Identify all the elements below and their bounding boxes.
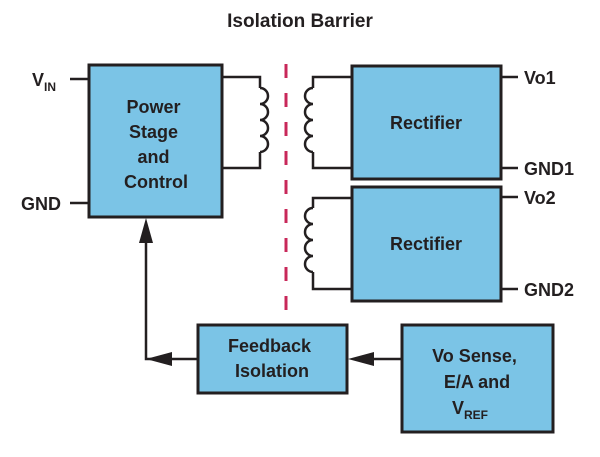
secondary2-bottom-wire (311, 272, 352, 291)
arrowhead-left-corner-icon (146, 352, 172, 366)
vref-label: VREF (452, 398, 488, 422)
vin-label: VIN (32, 70, 56, 94)
vo1-label: Vo1 (524, 68, 556, 88)
rectifier2-block (350, 185, 503, 303)
power-stage-label: Power Stage and Control (124, 97, 188, 192)
rectifier1-block (350, 64, 503, 181)
gnd-label: GND (21, 194, 61, 214)
diagram-title: Isolation Barrier (227, 11, 373, 32)
primary-winding-icon (259, 86, 270, 154)
primary-bottom-wire (222, 152, 262, 170)
vo2-label: Vo2 (524, 188, 556, 208)
vo-sense-block (400, 323, 555, 434)
secondary1-winding-icon (303, 86, 314, 154)
secondary1-top-wire (311, 75, 352, 88)
secondary1-bottom-wire (311, 152, 352, 170)
arrowhead-left-icon (348, 352, 374, 366)
primary-top-wire (222, 75, 262, 88)
feedback-isolation-block (196, 323, 349, 395)
gnd1-label: GND1 (524, 159, 574, 179)
secondary2-winding-icon (303, 206, 314, 274)
rectifier1-label: Rectifier (390, 113, 462, 133)
secondary2-top-wire (311, 196, 352, 208)
feedback-isolation-label: Feedback Isolation (228, 336, 316, 381)
vo-sense-label: Vo Sense, E/A and (432, 346, 522, 392)
power-stage-block (87, 63, 224, 219)
arrowhead-up-icon (139, 218, 153, 243)
gnd2-label: GND2 (524, 280, 574, 300)
rectifier2-label: Rectifier (390, 234, 462, 254)
feedback-to-power-wire (144, 232, 198, 361)
